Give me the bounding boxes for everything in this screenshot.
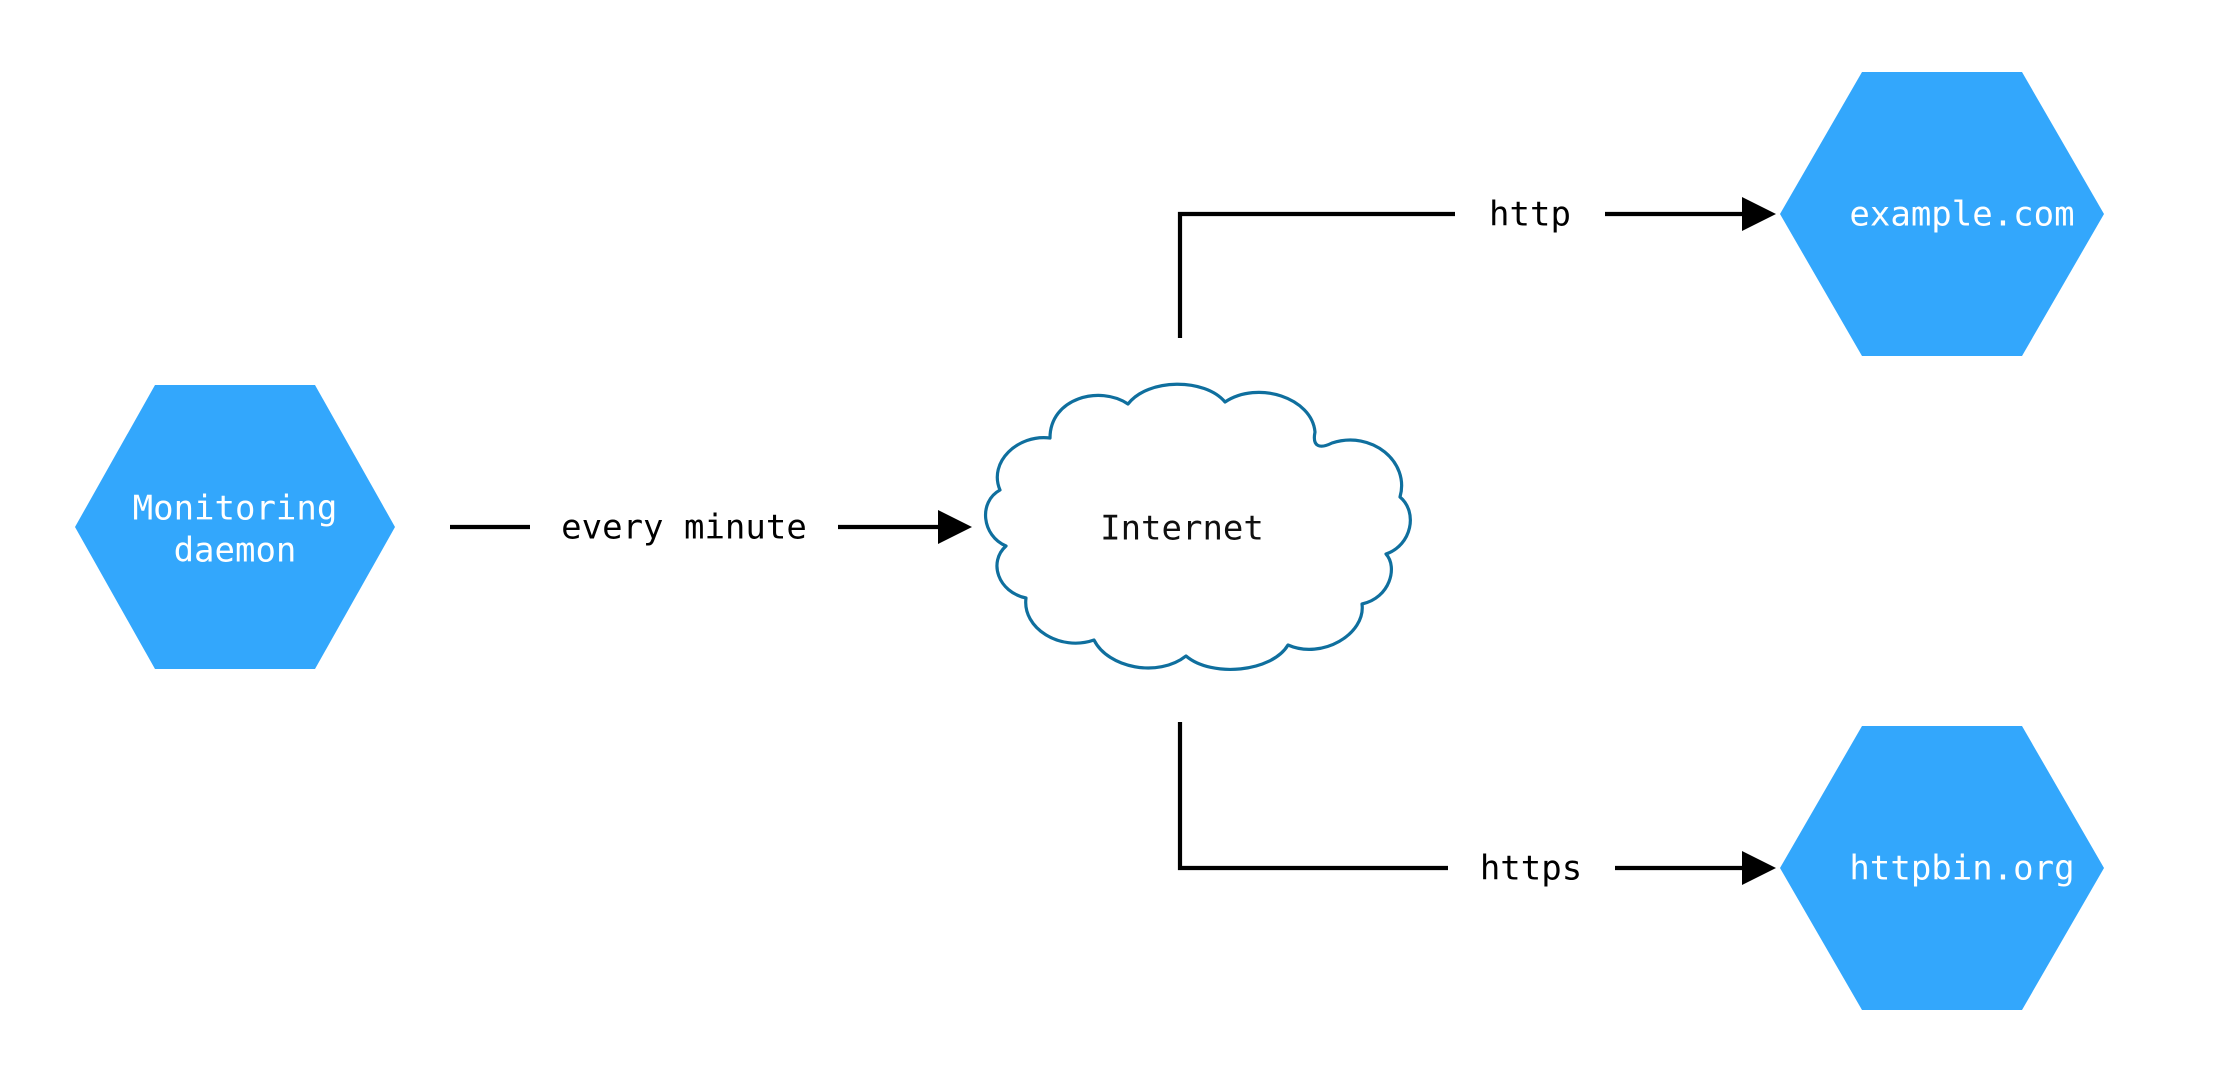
cloud-shape-internet — [984, 382, 1412, 672]
hexagon-shape-example-com — [1780, 72, 2104, 356]
edge-daemon-to-internet: every minute — [450, 508, 972, 548]
node-label-httpbin-org: httpbin.org — [1849, 849, 2074, 889]
edge-internet-to-httpbin: https — [1177, 722, 1776, 889]
edge-label-https: https — [1480, 849, 1582, 889]
edge-line-http-elbow — [1177, 211, 1455, 338]
arrow-head-https — [1742, 851, 1776, 885]
hexagon-shape-httpbin-org — [1780, 726, 2104, 1010]
arrow-head-every-minute — [938, 510, 972, 544]
node-example-com[interactable]: example.com — [1780, 72, 2104, 356]
edge-label-http: http — [1489, 195, 1571, 235]
hexagon-shape-monitoring-daemon — [75, 385, 395, 669]
node-label-example-com: example.com — [1849, 195, 2074, 235]
node-label-monitoring-daemon-line2: daemon — [174, 531, 297, 571]
edge-label-every-minute: every minute — [561, 508, 807, 548]
node-monitoring-daemon[interactable]: Monitoring daemon — [75, 385, 395, 669]
arrow-head-http — [1742, 197, 1776, 231]
node-internet[interactable]: Internet — [984, 382, 1412, 672]
node-label-internet: Internet — [1100, 509, 1264, 549]
edge-line-https-elbow — [1177, 722, 1448, 871]
node-label-monitoring-daemon-line1: Monitoring — [133, 489, 338, 529]
node-httpbin-org[interactable]: httpbin.org — [1780, 726, 2104, 1010]
edge-internet-to-example: http — [1177, 195, 1776, 338]
